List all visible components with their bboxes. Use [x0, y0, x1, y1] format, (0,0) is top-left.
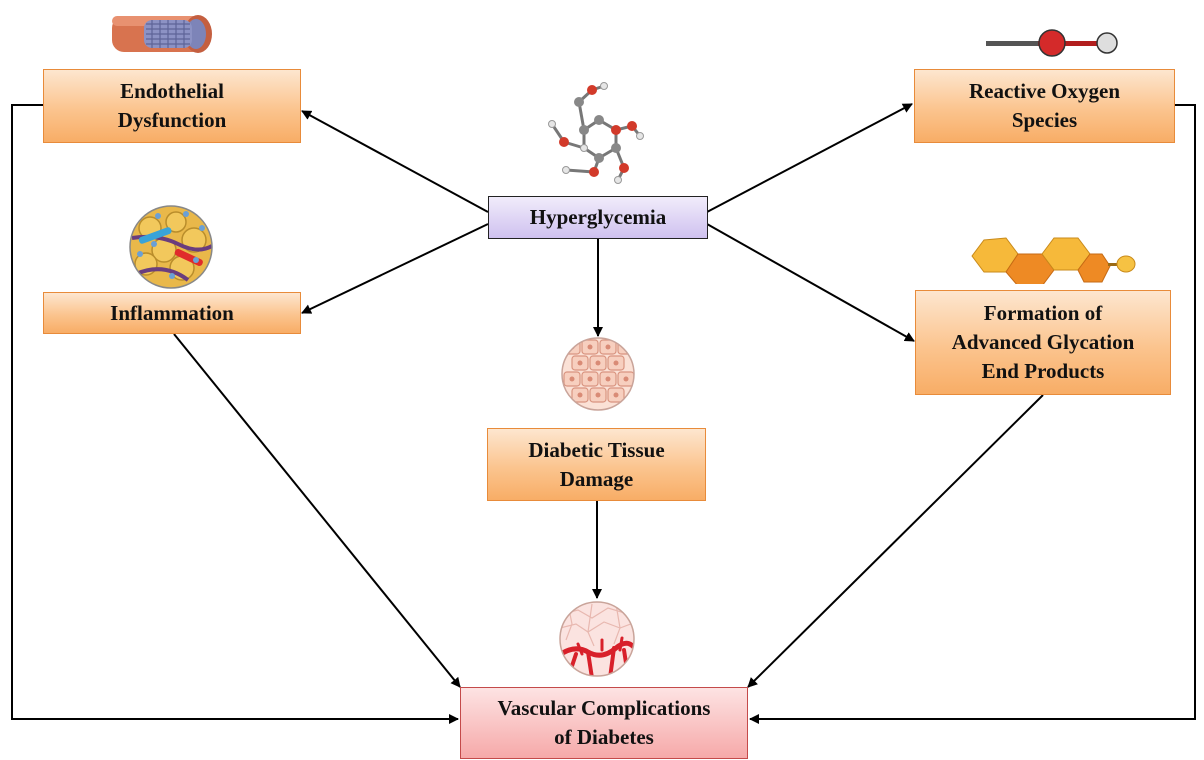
- diabetic-tissue-damage-node: Diabetic Tissue Damage: [487, 428, 706, 501]
- tissue-cells-icon: [561, 337, 635, 411]
- glycation-product-icon: [971, 237, 1136, 284]
- arrow-hyperglycemia-to-inflammation: [301, 223, 489, 314]
- vasculature-icon: [559, 601, 635, 677]
- endothelial-dysfunction-node: Endothelial Dysfunction: [43, 69, 301, 143]
- hyperglycemia-node: Hyperglycemia: [488, 196, 708, 239]
- advanced-glycation-end-products-node: Formation of Advanced Glycation End Prod…: [915, 290, 1171, 395]
- arrow-inflammation-to-vascular: [173, 333, 461, 688]
- blood-vessel-icon: [112, 15, 212, 53]
- vascular-complications-node: Vascular Complications of Diabetes: [460, 687, 748, 759]
- inflamed-tissue-icon: [129, 205, 213, 289]
- oxygen-molecule-icon: [986, 29, 1118, 57]
- arrow-hyperglycemia-to-ros: [706, 103, 913, 213]
- glucose-molecule-icon: [548, 82, 644, 184]
- reactive-oxygen-species-node: Reactive Oxygen Species: [914, 69, 1175, 143]
- arrow-age-to-vascular: [747, 394, 1044, 688]
- arrow-endothelial-to-vascular: [11, 104, 459, 724]
- arrow-hyperglycemia-to-endothelial: [301, 110, 489, 213]
- arrow-ros-to-vascular: [749, 104, 1196, 724]
- inflammation-node: Inflammation: [43, 292, 301, 334]
- arrow-hyperglycemia-to-age: [706, 223, 915, 342]
